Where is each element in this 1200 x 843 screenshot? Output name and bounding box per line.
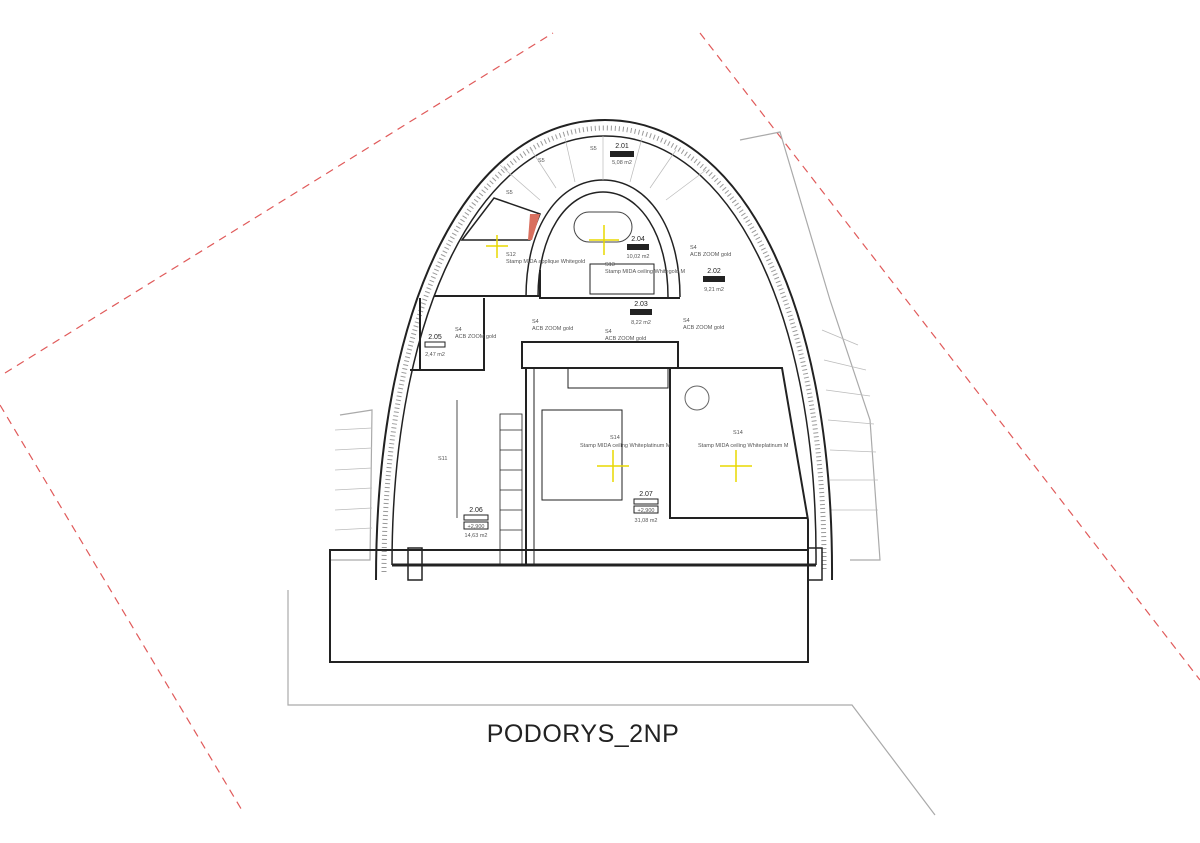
room-number: 2.05 — [428, 334, 442, 341]
room-area: 10,02 m2 — [627, 254, 650, 260]
room-2-06: 2.06 +2,900 14,63 m2 — [463, 507, 489, 539]
property-boundary — [0, 32, 1200, 813]
bathroom-wall — [525, 179, 681, 298]
room-area: 5,08 m2 — [612, 160, 632, 166]
plan-label: ACB ZOOM gold — [690, 252, 731, 258]
plan-label: ACB ZOOM gold — [683, 325, 724, 331]
room-number: 2.07 — [639, 491, 653, 498]
light-labels: S12 Stamp MIDA applique Whitegold S13 St… — [438, 146, 789, 462]
plan-label: S14 — [733, 430, 743, 436]
plan-label: Stamp MIDA ceiling Whiteplatinum M — [698, 443, 789, 449]
plan-label: ACB ZOOM gold — [532, 326, 573, 332]
balcony — [329, 549, 809, 663]
room-area: 8,22 m2 — [631, 320, 651, 326]
exterior-stairs — [334, 329, 878, 531]
room-number: 2.02 — [707, 268, 721, 275]
plan-label: ACB ZOOM gold — [605, 336, 646, 342]
interior-walls — [407, 263, 823, 581]
room-level: +2,900 — [468, 524, 485, 530]
room-area: 2,47 m2 — [425, 352, 445, 358]
room-2-05: 2.05 2,47 m2 — [424, 334, 446, 358]
room-number: 2.03 — [634, 301, 648, 308]
plan-label: S5 — [590, 146, 597, 152]
plan-label: Stamp MIDA ceiling Whiteplatinum M — [580, 443, 671, 449]
armchair — [684, 385, 710, 411]
room-2-07: 2.07 +2,900 31,08 m2 — [633, 491, 659, 524]
room-area: 14,63 m2 — [465, 533, 488, 539]
plan-label: S4 — [605, 329, 612, 335]
shaft-accent — [528, 214, 540, 240]
plan-label: Stamp MIDA applique Whitegold — [506, 259, 585, 265]
room-2-01: 2.01 5,08 m2 — [610, 143, 634, 166]
plan-label: S4 — [532, 319, 539, 325]
room-number: 2.06 — [469, 507, 483, 514]
plan-label: S4 — [683, 318, 690, 324]
room-number: 2.04 — [631, 236, 645, 243]
plan-label: S4 — [455, 327, 462, 333]
room-area: 31,08 m2 — [635, 518, 658, 524]
room-2-03: 2.03 8,22 m2 — [630, 301, 652, 326]
room-area: 9,21 m2 — [704, 287, 724, 293]
plan-label: S5 — [506, 190, 513, 196]
room-2-04: 2.04 10,02 m2 — [627, 236, 650, 260]
plan-label: S4 — [690, 245, 697, 251]
spiral-stair — [499, 136, 707, 201]
light-fixtures — [486, 225, 752, 482]
drawing-title: PODORYS_2NP — [487, 720, 680, 748]
room-number: 2.01 — [615, 143, 629, 150]
wardrobe — [456, 400, 523, 565]
room-level: +2,900 — [638, 508, 655, 514]
outer-wall — [375, 118, 834, 581]
plan-label: S5 — [538, 158, 545, 164]
plan-label: S11 — [438, 456, 447, 462]
plan-label: Stamp MIDA ceiling Whitegold M — [605, 269, 686, 275]
plan-label: S12 — [506, 252, 516, 258]
plan-label: ACB ZOOM gold — [455, 334, 496, 340]
plan-label: S14 — [610, 435, 620, 441]
bathtub — [573, 211, 633, 243]
terrain-outline — [287, 131, 936, 816]
room-2-02: 2.02 9,21 m2 — [703, 268, 725, 293]
plan-label: S13 — [605, 262, 615, 268]
